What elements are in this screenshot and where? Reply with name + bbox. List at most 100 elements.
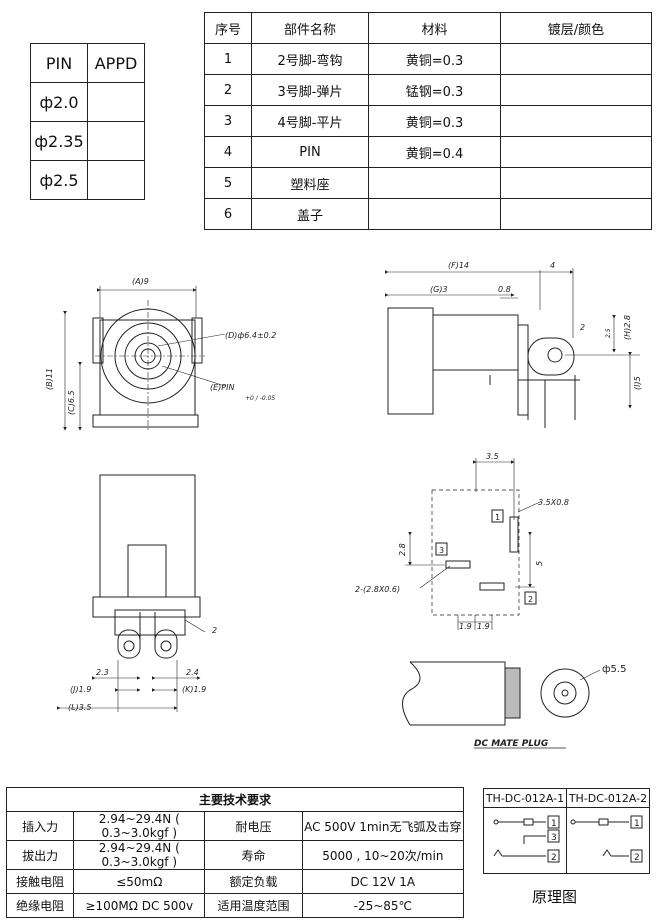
part-name: 4号脚-平片 <box>251 105 369 137</box>
schem1-pin-c: 2 <box>551 853 557 863</box>
dim-b: (B)11 <box>45 368 54 390</box>
pin-value: ф2.5 <box>30 160 88 200</box>
dim-slot: 3.5X0.8 <box>538 498 569 507</box>
schematic-header-1: TH-DC-012A-1 <box>483 788 567 808</box>
dim-2-5: 2.5 <box>605 328 612 338</box>
spec-key: 拔出力 <box>5 840 75 870</box>
appd-value <box>87 82 145 122</box>
dim-d: (D)ф6.4±0.2 <box>225 331 276 340</box>
col-header-plating: 镀层/颜色 <box>500 12 652 44</box>
mate-diameter: ф5.5 <box>602 664 626 675</box>
schem1-pin-a: 1 <box>551 819 557 829</box>
spec-key: 额定负载 <box>204 869 303 894</box>
bottom-view <box>57 474 206 712</box>
mate-plug <box>402 661 601 749</box>
dim-2-8: 2.8 <box>398 543 407 556</box>
dim-5: 5 <box>535 561 544 566</box>
spec-value: ≤50mΩ <box>73 869 206 894</box>
part-plating <box>500 43 652 75</box>
col-header-material: 材料 <box>368 12 501 44</box>
part-plating <box>500 136 652 168</box>
dim-0-8: 0.8 <box>498 285 511 294</box>
pin-2-label: 2 <box>528 595 533 604</box>
col-header-no: 序号 <box>204 12 252 44</box>
dim-4: 4 <box>550 261 555 270</box>
schem1-pin-b: 3 <box>551 833 557 843</box>
appd-value <box>87 121 145 161</box>
appd-header: APPD <box>87 43 145 83</box>
mate-plug-caption: DC MATE PLUG <box>474 739 548 749</box>
spec-key: 插入力 <box>5 811 75 841</box>
dim-i: (I)5 <box>633 376 642 390</box>
schematic-caption: 原理图 <box>532 888 578 906</box>
spec-title: 主要技术要求 <box>6 787 464 812</box>
spec-key: 寿命 <box>204 840 303 870</box>
dim-pad: 2-(2.8X0.6) <box>355 585 400 594</box>
dim-h: (H)2.8 <box>623 315 632 340</box>
schem2-pin-a: 1 <box>634 819 640 829</box>
table-row: 4 PIN 黄铜=0.4 <box>204 136 652 168</box>
table-row: 3 4号脚-平片 黄铜=0.3 <box>204 105 652 137</box>
spec-value: DC 12V 1A <box>301 869 465 894</box>
front-view-labels: (A)9 (B)11 (C)6.5 (D)ф6.4±0.2 (E)PIN +0 … <box>45 277 276 415</box>
table-row: 插入力 2.94~29.4N ( 0.3~3.0kgf ) 耐电压 AC 500… <box>5 811 465 841</box>
schematic-symbol-2: 1 2 <box>566 807 650 874</box>
pin-header: PIN <box>30 43 88 83</box>
dim-j: (J)1.9 <box>70 685 91 694</box>
table-row: 拔出力 2.94~29.4N ( 0.3~3.0kgf ) 寿命 5000 , … <box>5 840 465 870</box>
pin-table: PIN APPD ф2.0 ф2.35 ф2.5 <box>30 43 145 200</box>
part-material: 黄铜=0.3 <box>368 43 501 75</box>
dim-g: (G)3 <box>430 285 448 294</box>
dim-k: (K)1.9 <box>182 685 206 694</box>
part-no: 4 <box>204 136 252 168</box>
side-view <box>385 268 640 428</box>
schem2-pin-b: 2 <box>634 853 640 863</box>
part-material: 黄铜=0.3 <box>368 105 501 137</box>
dim-a: (A)9 <box>132 277 149 286</box>
spec-key: 绝缘电阻 <box>5 893 75 918</box>
dim-e-tol: +0 / -0.05 <box>245 395 275 402</box>
part-no: 1 <box>204 43 252 75</box>
part-name: 塑料座 <box>251 167 369 199</box>
spec-value: -25~85℃ <box>301 893 465 918</box>
table-row: 1 2号脚-弯钩 黄铜=0.3 <box>204 43 652 75</box>
part-plating <box>500 167 652 199</box>
dim-e: (E)PIN <box>210 383 234 392</box>
table-row: 绝缘电阻 ≥100MΩ DC 500v 适用温度范围 -25~85℃ <box>5 893 465 918</box>
side-view-labels: (F)14 (G)3 4 0.8 (H)2.8 2 2.5 (I)5 <box>430 261 642 390</box>
col-header-name: 部件名称 <box>251 12 369 44</box>
spec-value: 2.94~29.4N ( 0.3~3.0kgf ) <box>73 811 206 841</box>
table-row: 2 3号脚-弹片 锰钢=0.3 <box>204 74 652 106</box>
part-name: PIN <box>251 136 369 168</box>
front-view <box>63 286 226 431</box>
dim-2: 2 <box>580 323 585 332</box>
pin-3-label: 3 <box>439 546 444 555</box>
schematic-symbol-1: 1 3 2 <box>483 807 567 874</box>
spec-value: ≥100MΩ DC 500v <box>73 893 206 918</box>
part-material <box>368 198 501 230</box>
dim-c: (C)6.5 <box>67 390 76 415</box>
schematic-table: TH-DC-012A-1 TH-DC-012A-2 1 3 2 <box>483 788 650 874</box>
pcb-footprint <box>405 458 541 630</box>
pin-1-label: 1 <box>495 513 500 522</box>
dim-1-9-a: 1.9 <box>459 622 472 631</box>
table-row: 接触电阻 ≤50mΩ 额定负载 DC 12V 1A <box>5 869 465 894</box>
dim-f: (F)14 <box>448 261 469 270</box>
dim-2-3: 2.3 <box>96 668 109 677</box>
appd-value <box>87 160 145 200</box>
spec-key: 适用温度范围 <box>204 893 303 918</box>
plug-symbol-icon: 1 2 <box>570 815 643 863</box>
table-row: 6 盖子 <box>204 198 652 230</box>
spec-key: 耐电压 <box>204 811 303 841</box>
dim-2-4: 2.4 <box>186 668 199 677</box>
dim-l: (L)3.5 <box>68 703 91 712</box>
plug-symbol-icon: 1 3 2 <box>493 815 560 863</box>
dim-1-9-b: 1.9 <box>477 622 490 631</box>
mate-plug-labels: ф5.5 DC MATE PLUG <box>474 664 626 749</box>
spec-table: 主要技术要求 插入力 2.94~29.4N ( 0.3~3.0kgf ) 耐电压… <box>5 787 465 918</box>
parts-table: 序号 部件名称 材料 镀层/颜色 1 2号脚-弯钩 黄铜=0.3 2 3号脚-弹… <box>204 12 652 230</box>
part-material: 黄铜=0.4 <box>368 136 501 168</box>
table-row: 5 塑料座 <box>204 167 652 199</box>
dim-bottom-2: 2 <box>212 626 217 635</box>
